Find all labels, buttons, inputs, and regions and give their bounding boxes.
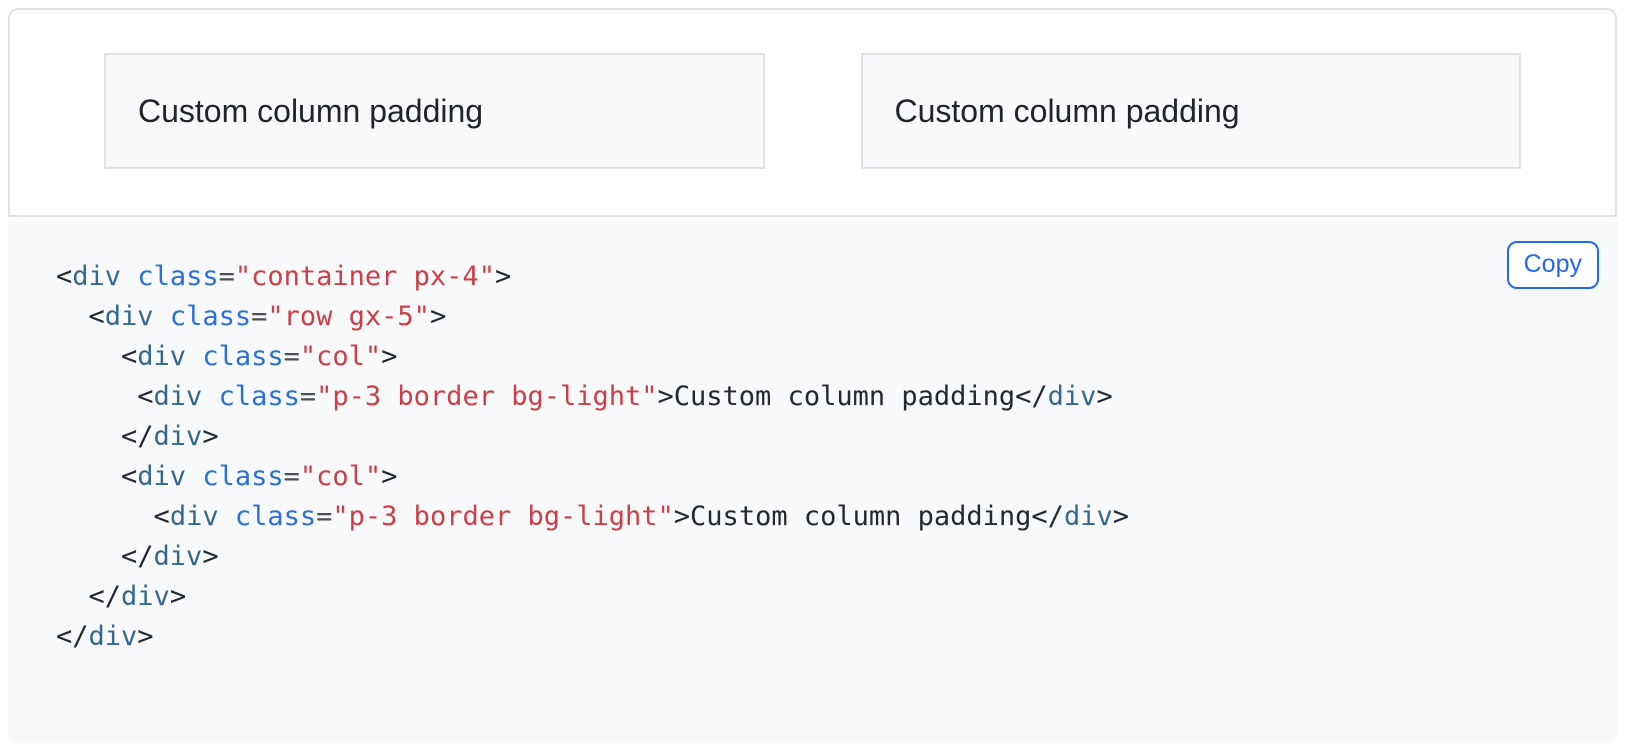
code-line: <div class="p-3 border bg-light">Custom …	[56, 497, 1569, 537]
code-token-tag: div	[153, 381, 203, 412]
code-token-attr-value: "p-3 border bg-light"	[316, 381, 658, 412]
code-token-punctuation: <	[121, 341, 138, 372]
code-token-punctuation: </	[121, 421, 154, 452]
code-token-attr-value: "container px-4"	[234, 261, 495, 292]
code-token-punctuation: <	[121, 461, 138, 492]
code-token-tag: div	[121, 581, 170, 612]
code-token-plain	[121, 261, 137, 292]
code-token-plain	[56, 541, 121, 572]
demo-column: Custom column padding	[860, 53, 1521, 169]
code-snippet: <div class="container px-4"> <div class=…	[56, 257, 1569, 657]
code-token-tag: div	[153, 541, 203, 572]
code-token-tag: div	[153, 421, 203, 452]
code-token-attr-value: "row gx-5"	[267, 301, 430, 332]
code-line: </div>	[56, 537, 1569, 577]
code-token-plain	[186, 341, 202, 372]
code-token-tag: div	[137, 461, 187, 492]
code-token-operator: =	[316, 501, 333, 532]
code-token-operator: =	[299, 381, 317, 412]
code-token-attr-name: class	[202, 461, 284, 492]
code-token-attr-name: class	[218, 381, 300, 412]
code-token-plain	[56, 301, 89, 332]
code-token-punctuation: >	[429, 301, 447, 332]
code-line: </div>	[56, 417, 1569, 457]
code-token-plain	[154, 301, 170, 332]
code-token-punctuation: </	[56, 621, 89, 652]
code-line: </div>	[56, 577, 1569, 617]
demo-column-box: Custom column padding	[104, 53, 765, 169]
code-line: <div class="col">	[56, 337, 1569, 377]
code-token-punctuation: >	[494, 261, 512, 292]
code-token-plain	[56, 461, 121, 492]
code-line: <div class="row gx-5">	[56, 297, 1569, 337]
code-line: <div class="col">	[56, 457, 1569, 497]
code-token-punctuation: >	[657, 381, 674, 412]
code-token-attr-value: "col"	[299, 461, 382, 492]
code-token-attr-name: class	[169, 301, 252, 332]
code-snippet-block: Copy <div class="container px-4"> <div c…	[8, 221, 1617, 743]
code-token-plain	[202, 381, 218, 412]
code-token-punctuation: >	[169, 581, 187, 612]
code-token-plain	[219, 501, 235, 532]
code-token-plain: Custom column padding	[673, 381, 1016, 412]
demo-column: Custom column padding	[104, 53, 765, 169]
code-token-tag: div	[169, 501, 219, 532]
demo-column-box: Custom column padding	[860, 53, 1521, 169]
copy-button[interactable]: Copy	[1506, 241, 1599, 289]
code-token-punctuation: </	[88, 581, 122, 612]
code-token-punctuation: <	[56, 261, 73, 292]
code-token-plain	[56, 421, 121, 452]
code-token-punctuation: <	[88, 301, 105, 332]
code-token-punctuation: >	[673, 501, 691, 532]
code-token-punctuation: </	[121, 541, 154, 572]
code-line: </div>	[56, 617, 1569, 657]
code-token-tag: div	[137, 341, 187, 372]
code-token-punctuation: >	[202, 421, 219, 452]
code-token-punctuation: </	[1015, 381, 1048, 412]
code-token-operator: =	[283, 461, 300, 492]
code-token-punctuation: >	[202, 541, 219, 572]
code-token-tag: div	[72, 261, 122, 292]
code-token-punctuation: >	[1096, 381, 1113, 412]
code-token-plain	[56, 341, 121, 372]
code-token-plain	[56, 381, 137, 412]
demo-container: Custom column padding Custom column padd…	[56, 53, 1569, 169]
code-token-attr-value: "p-3 border bg-light"	[332, 501, 674, 532]
code-token-tag: div	[104, 301, 154, 332]
code-line: <div class="p-3 border bg-light">Custom …	[56, 377, 1569, 417]
code-token-plain	[56, 501, 154, 532]
code-token-tag: div	[1063, 501, 1113, 532]
code-token-attr-name: class	[234, 501, 317, 532]
code-token-punctuation: <	[153, 501, 170, 532]
code-token-plain	[56, 581, 89, 612]
code-token-punctuation: >	[381, 461, 398, 492]
code-token-plain: Custom column padding	[690, 501, 1032, 532]
code-token-tag: div	[88, 621, 138, 652]
code-token-operator: =	[218, 261, 235, 292]
code-token-attr-name: class	[137, 261, 219, 292]
code-token-tag: div	[1047, 381, 1097, 412]
code-line: <div class="container px-4">	[56, 257, 1569, 297]
code-token-operator: =	[283, 341, 300, 372]
code-token-punctuation: <	[137, 381, 154, 412]
code-token-attr-name: class	[202, 341, 284, 372]
code-token-plain	[186, 461, 202, 492]
code-token-punctuation: >	[1112, 501, 1129, 532]
code-token-punctuation: >	[381, 341, 398, 372]
code-token-punctuation: </	[1031, 501, 1064, 532]
code-token-operator: =	[251, 301, 268, 332]
example-preview-panel: Custom column padding Custom column padd…	[8, 8, 1617, 217]
code-token-attr-value: "col"	[299, 341, 382, 372]
code-token-punctuation: >	[137, 621, 154, 652]
